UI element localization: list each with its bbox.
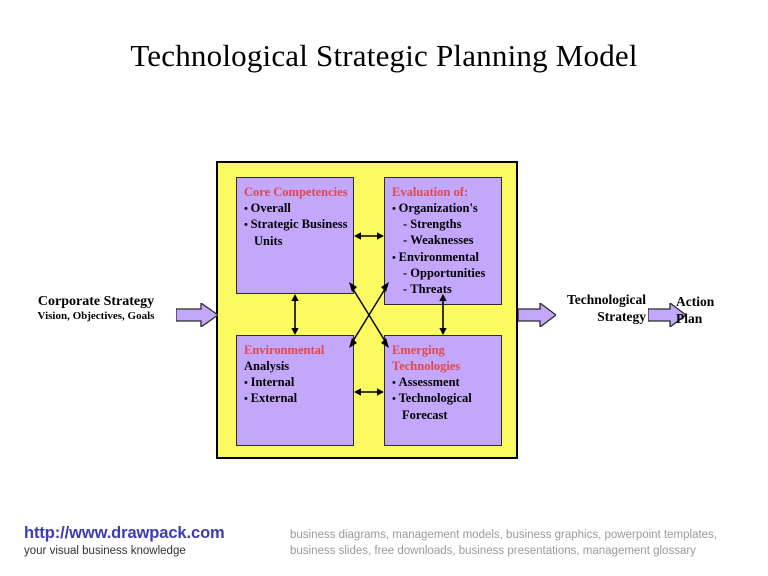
label-corporate-strategy: Corporate Strategy Vision, Objectives, G… [20, 294, 172, 322]
box-evaluation-of-bullet-1: Organization's [392, 200, 496, 216]
box-environmental-analysis[interactable]: Environmental Analysis Internal External [236, 335, 354, 446]
double-arrow-horizontal-icon [354, 388, 384, 396]
box-evaluation-of-heading: Evaluation of: [392, 185, 469, 199]
box-environmental-analysis-heading: Environmental [244, 343, 325, 357]
box-environmental-analysis-bullet-2: External [244, 390, 348, 406]
box-evaluation-of-sub-strengths: Strengths [392, 216, 496, 232]
box-evaluation-of[interactable]: Evaluation of: Organization's Strengths … [384, 177, 502, 305]
label-technological-strategy-line1: Technological [566, 292, 646, 307]
box-core-competencies-bullet-1: Overall [244, 200, 348, 216]
flow-arrow-output-icon [648, 303, 686, 327]
double-arrow-diagonal-cross-icon [349, 282, 389, 348]
box-emerging-technologies-heading-line2: Technologies [392, 359, 461, 374]
double-arrow-vertical-icon [291, 294, 299, 335]
label-action-plan: Action Plan [676, 294, 756, 328]
box-emerging-technologies-bullet-1: Assessment [392, 374, 496, 390]
box-evaluation-of-sub-weaknesses: Weaknesses [392, 232, 496, 248]
double-arrow-vertical-icon [439, 294, 447, 335]
page-title: Technological Strategic Planning Model [130, 38, 638, 73]
footer-brand: http://www.drawpack.com your visual busi… [24, 524, 225, 557]
label-corporate-strategy-line2: Vision, Objectives, Goals [37, 310, 155, 322]
box-evaluation-of-sub-threats: Threats [392, 281, 496, 297]
box-core-competencies-bullet-2: Strategic Business [244, 216, 348, 232]
box-emerging-technologies-bullet-2-cont: Forecast [402, 407, 448, 422]
footer-keywords: business diagrams, management models, bu… [290, 529, 717, 558]
box-core-competencies-bullet-2-cont: Units [254, 233, 283, 248]
label-technological-strategy: Technological Strategy [546, 292, 646, 326]
box-environmental-analysis-subheading: Analysis [244, 359, 290, 374]
flow-arrow-input-icon [176, 303, 218, 327]
footer-website-link[interactable]: http://www.drawpack.com [24, 524, 225, 542]
box-evaluation-of-sub-opportunities: Opportunities [392, 265, 496, 281]
flow-arrow-middle-icon [518, 303, 556, 327]
footer-tagline: your visual business knowledge [24, 545, 186, 557]
label-action-plan-line2: Plan [676, 310, 703, 326]
label-action-plan-line1: Action [676, 294, 715, 309]
box-emerging-technologies-bullet-2: Technological [392, 390, 496, 406]
box-environmental-analysis-bullet-1: Internal [244, 374, 348, 390]
box-emerging-technologies-heading-line1: Emerging [392, 343, 445, 357]
box-emerging-technologies[interactable]: Emerging Technologies Assessment Technol… [384, 335, 502, 446]
box-core-competencies-heading: Core Competencies [244, 185, 348, 199]
label-corporate-strategy-line1: Corporate Strategy [37, 294, 155, 309]
box-core-competencies[interactable]: Core Competencies Overall Strategic Busi… [236, 177, 354, 294]
box-evaluation-of-bullet-2: Environmental [392, 249, 496, 265]
label-technological-strategy-line2: Strategy [597, 308, 646, 324]
double-arrow-horizontal-icon [354, 232, 384, 240]
model-diagram-container: Core Competencies Overall Strategic Busi… [216, 161, 518, 459]
